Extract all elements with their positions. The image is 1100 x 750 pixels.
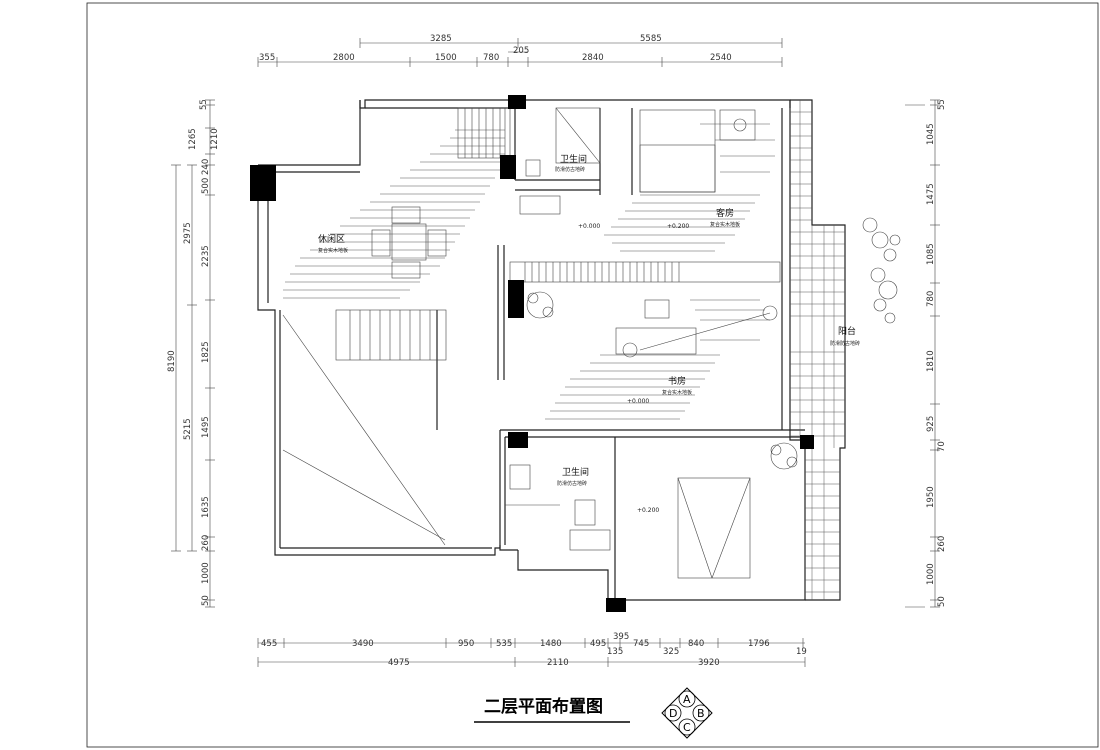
- level-mark-1: +0.000: [578, 223, 600, 230]
- top-dimensions: [257, 38, 783, 67]
- dim-bottom-inner-10: 325: [663, 647, 679, 657]
- dim-bottom-inner-7: 135: [607, 647, 623, 657]
- index-letter-d: D: [669, 707, 677, 720]
- room-lounge-name: 休闲区: [318, 233, 345, 245]
- index-symbol: [661, 687, 713, 739]
- dim-top-outer-1: 3285: [430, 34, 452, 44]
- study-desk: [615, 299, 778, 358]
- dim-right-11: 1000: [926, 563, 936, 585]
- dim-left-inner-4: 240: [201, 159, 211, 175]
- dim-right-6: 1810: [926, 350, 936, 372]
- bedroom-furniture: [677, 477, 751, 579]
- room-bath-bottom-floor: 防滑仿古地砖: [557, 480, 587, 487]
- dim-left-inner-12: 50: [201, 595, 211, 606]
- plants: [526, 217, 901, 470]
- level-mark-4: +0.200: [637, 507, 659, 514]
- room-guest-name: 客房: [716, 207, 734, 219]
- dim-top-inner-5: 2840: [582, 53, 604, 63]
- dim-right-3: 1475: [926, 183, 936, 205]
- room-study-name: 书房: [668, 375, 686, 387]
- dim-top-inner-1: 355: [259, 53, 275, 63]
- stair-center: [509, 261, 781, 283]
- dim-bottom-inner-9: 745: [633, 639, 649, 649]
- room-bath-top-name: 卫生间: [560, 153, 587, 165]
- dim-left-mid-1: 2975: [183, 222, 193, 244]
- dim-bottom-inner-8: 395: [613, 632, 629, 642]
- dim-left-inner-3: 1210: [210, 128, 220, 150]
- dim-right-12: 50: [937, 596, 947, 607]
- dim-left-inner-9: 1635: [201, 496, 211, 518]
- dim-right-5: 780: [926, 291, 936, 307]
- wood-floor-hatch: [283, 123, 775, 420]
- dim-bottom-inner-1: 455: [261, 639, 277, 649]
- dim-left-inner-5: 500: [201, 178, 211, 194]
- dim-bottom-inner-6: 495: [590, 639, 606, 649]
- balcony-tiles: [790, 100, 845, 600]
- room-bath-bottom-name: 卫生间: [562, 466, 589, 478]
- lounge-table: [371, 206, 447, 279]
- bath-top-fixtures: [519, 107, 601, 215]
- bottom-dimensions: [257, 638, 806, 667]
- index-letter-a: A: [683, 693, 691, 706]
- room-guest-floor: 复合实木地板: [710, 221, 740, 228]
- bath-bottom-fixtures: [505, 464, 611, 551]
- dim-bottom-inner-4: 535: [496, 639, 512, 649]
- dim-top-mid-1: 205: [513, 46, 529, 56]
- dim-left-inner-7: 1825: [201, 341, 211, 363]
- dim-bottom-inner-13: 19: [796, 647, 807, 657]
- stair-top: [457, 107, 511, 159]
- columns: [250, 95, 814, 612]
- level-mark-3: +0.000: [627, 398, 649, 405]
- dim-bottom-outer-1: 4975: [388, 658, 410, 668]
- dim-top-inner-6: 2540: [710, 53, 732, 63]
- dim-left-inner-10: 260: [201, 535, 211, 551]
- dim-top-outer-2: 5585: [640, 34, 662, 44]
- left-dimensions: [171, 99, 215, 608]
- dim-left-inner-6: 2235: [201, 245, 211, 267]
- dim-bottom-outer-2: 2110: [547, 658, 569, 668]
- index-letter-b: B: [697, 707, 705, 720]
- dim-bottom-outer-3: 3920: [698, 658, 720, 668]
- dim-left-outer-1: 8190: [167, 350, 177, 372]
- dim-left-inner-1: 55: [199, 99, 209, 110]
- dim-right-8: 70: [937, 441, 947, 452]
- room-study-floor: 复合实木地板: [662, 389, 692, 396]
- walls: [257, 99, 806, 601]
- dim-right-2: 1045: [926, 123, 936, 145]
- dim-left-inner-2: 1265: [188, 128, 198, 150]
- room-bath-top-floor: 防滑仿古地砖: [555, 166, 585, 173]
- dim-left-inner-8: 1495: [201, 416, 211, 438]
- balcony-outline: [790, 99, 846, 601]
- dim-right-1: 55: [937, 99, 947, 110]
- dim-right-10: 260: [937, 536, 947, 552]
- index-letter-c: C: [683, 721, 691, 734]
- dim-right-7: 925: [926, 416, 936, 432]
- dim-top-inner-3: 1500: [435, 53, 457, 63]
- dim-bottom-inner-12: 1796: [748, 639, 770, 649]
- dim-bottom-inner-2: 3490: [352, 639, 374, 649]
- drawing-title: 二层平面布置图: [484, 696, 603, 717]
- room-lounge-floor: 复合实木地板: [318, 247, 348, 254]
- dim-left-inner-11: 1000: [201, 562, 211, 584]
- dim-right-4: 1085: [926, 243, 936, 265]
- dim-right-9: 1950: [926, 486, 936, 508]
- room-balcony-floor: 防滑防古地砖: [830, 340, 860, 347]
- dim-left-mid-2: 5215: [183, 418, 193, 440]
- right-dimensions: [905, 99, 940, 608]
- drawing-frame: [86, 2, 1099, 748]
- guest-furniture: [639, 109, 756, 193]
- room-balcony-name: 阳台: [838, 325, 856, 337]
- dim-top-inner-4: 780: [483, 53, 499, 63]
- stair-left: [282, 309, 447, 546]
- dim-bottom-inner-3: 950: [458, 639, 474, 649]
- dim-bottom-inner-5: 1480: [540, 639, 562, 649]
- dim-bottom-inner-11: 840: [688, 639, 704, 649]
- dim-top-inner-2: 2800: [333, 53, 355, 63]
- level-mark-2: +0.200: [667, 223, 689, 230]
